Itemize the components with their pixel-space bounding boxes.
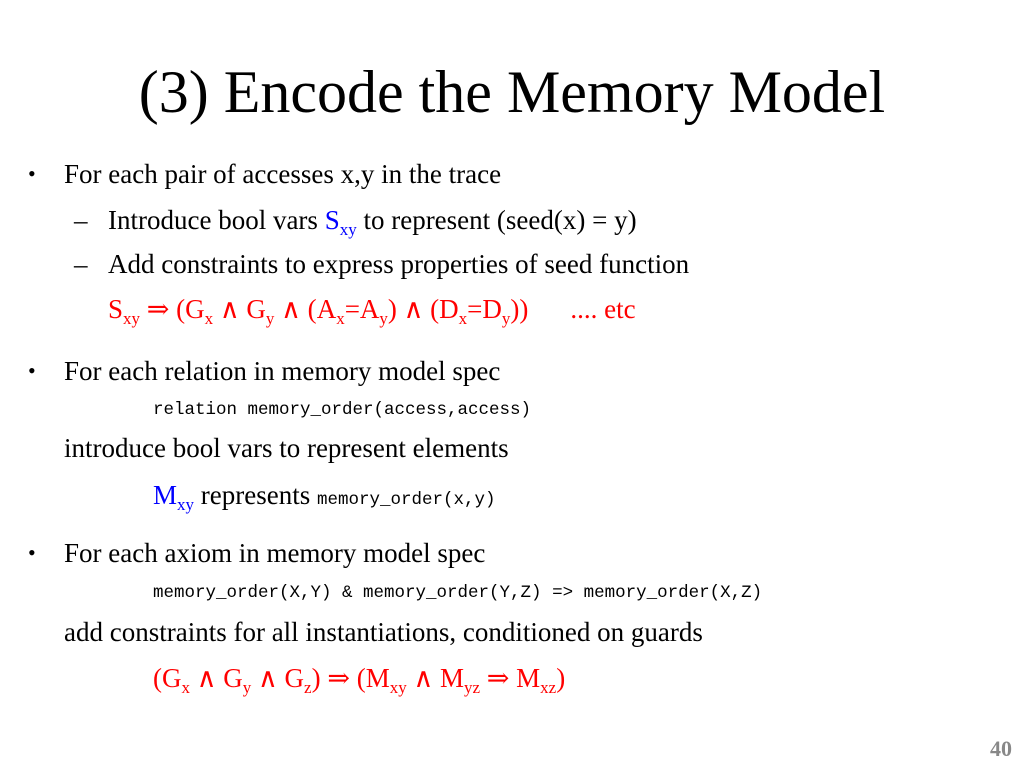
- axiom-code: memory_order(X,Y) & memory_order(Y,Z) =>…: [153, 583, 763, 603]
- slide-title: (3) Encode the Memory Model: [138, 59, 886, 125]
- seed-var-subscript: xy: [339, 220, 357, 239]
- axiom-formula: (Gx ∧ Gy ∧ Gz) ⇒ (Mxy ∧ Myz ⇒ Mxz): [153, 663, 566, 697]
- dash-marker: –: [74, 249, 88, 279]
- bullet-1-sub-2: Add constraints to express properties of…: [108, 249, 690, 279]
- dash-marker: –: [74, 205, 88, 235]
- page-number: 40: [990, 736, 1012, 761]
- sub-1-text-post: to represent (seed(x) = y): [356, 205, 637, 235]
- bullet-1-text: For each pair of accesses x,y in the tra…: [64, 159, 502, 189]
- relation-code: relation memory_order(access,access): [153, 400, 532, 420]
- bullet-2-text-2: introduce bool vars to represent element…: [64, 433, 509, 463]
- sub-1-text-pre: Introduce bool vars: [108, 205, 325, 235]
- seed-var-base: S: [324, 205, 340, 235]
- seed-formula: Sxy ⇒ (Gx ∧ Gy ∧ (Ax=Ay) ∧ (Dx=Dy)).... …: [108, 294, 636, 328]
- bullet-marker: •: [28, 358, 36, 383]
- represents-code: memory_order(x,y): [316, 490, 496, 510]
- bullet-1-sub-1: Introduce bool vars Sxy to represent (se…: [108, 203, 637, 238]
- represents-text: represents: [194, 480, 317, 510]
- bullet-2-text: For each relation in memory model spec: [64, 356, 501, 386]
- bullet-3-text: For each axiom in memory model spec: [64, 538, 486, 568]
- bullet-3-text-2: add constraints for all instantiations, …: [64, 617, 703, 647]
- m-var: Mxy: [153, 480, 195, 514]
- etc-text: .... etc: [570, 294, 636, 324]
- bullet-marker: •: [28, 161, 36, 186]
- represents-line: Mxy represents memory_order(x,y): [153, 478, 496, 517]
- bullet-marker: •: [28, 540, 36, 565]
- seed-var: Sxy: [324, 205, 357, 238]
